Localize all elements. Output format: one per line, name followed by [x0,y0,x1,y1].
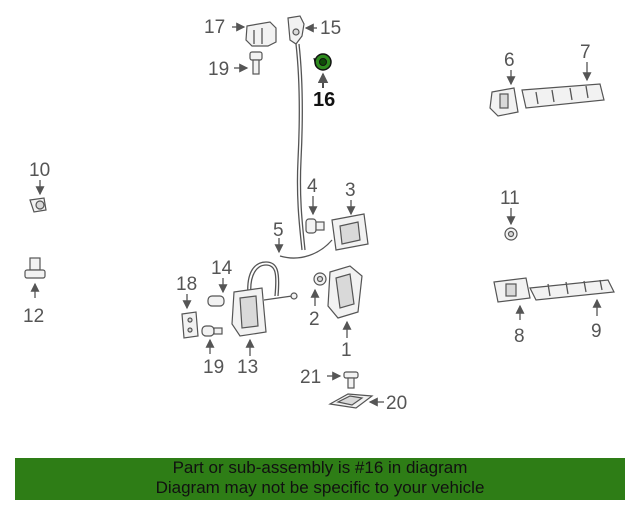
callout-8: 8 [514,326,525,347]
part-15-clip [287,15,305,45]
part-13-latch [231,287,298,337]
callout-17: 17 [204,17,225,38]
callout-19-lower: 19 [203,357,224,378]
banner-line-1: Part or sub-assembly is #16 in diagram [172,458,468,477]
part-12-stud [24,257,46,279]
part-1-bezel [327,265,363,319]
part-20-pad [328,393,374,409]
callout-10: 10 [29,160,50,181]
callout-21: 21 [300,367,321,388]
part-9-handle [529,279,615,301]
part-8-housing [493,277,531,303]
part-2-grommet [313,272,327,286]
part-6-housing [489,87,519,117]
callout-18: 18 [176,274,197,295]
part-14-loop [207,261,280,307]
callout-9: 9 [591,321,602,342]
part-16-highlighted [313,53,332,71]
info-banner: Part or sub-assembly is #16 in diagram D… [15,458,625,500]
callout-12: 12 [23,306,44,327]
callout-19-upper: 19 [208,59,229,80]
callout-20: 20 [386,393,407,414]
callout-13: 13 [237,357,258,378]
callout-6: 6 [504,50,515,71]
callout-4: 4 [307,176,318,197]
part-4-bolt [305,218,325,234]
part-19-bolt-lower [201,325,223,337]
part-11-nut [504,227,518,241]
callout-7: 7 [580,42,591,63]
callout-2: 2 [309,309,320,330]
lock-rod [295,43,303,251]
part-18-striker [181,311,199,339]
callout-11: 11 [500,188,520,209]
callout-5: 5 [273,220,284,241]
part-5-cable [279,239,333,259]
callout-16: 16 [313,89,335,111]
part-7-handle [521,83,605,109]
part-19-bolt-upper [249,51,263,75]
part-21-screw [343,371,359,389]
part-17-bracket [245,21,277,47]
callout-1: 1 [341,340,352,361]
callout-3: 3 [345,180,356,201]
part-10-screw [29,197,47,213]
part-3-inner-handle [331,213,369,251]
callout-15: 15 [320,18,341,39]
banner-line-2: Diagram may not be specific to your vehi… [155,478,485,497]
callout-14: 14 [211,258,233,279]
